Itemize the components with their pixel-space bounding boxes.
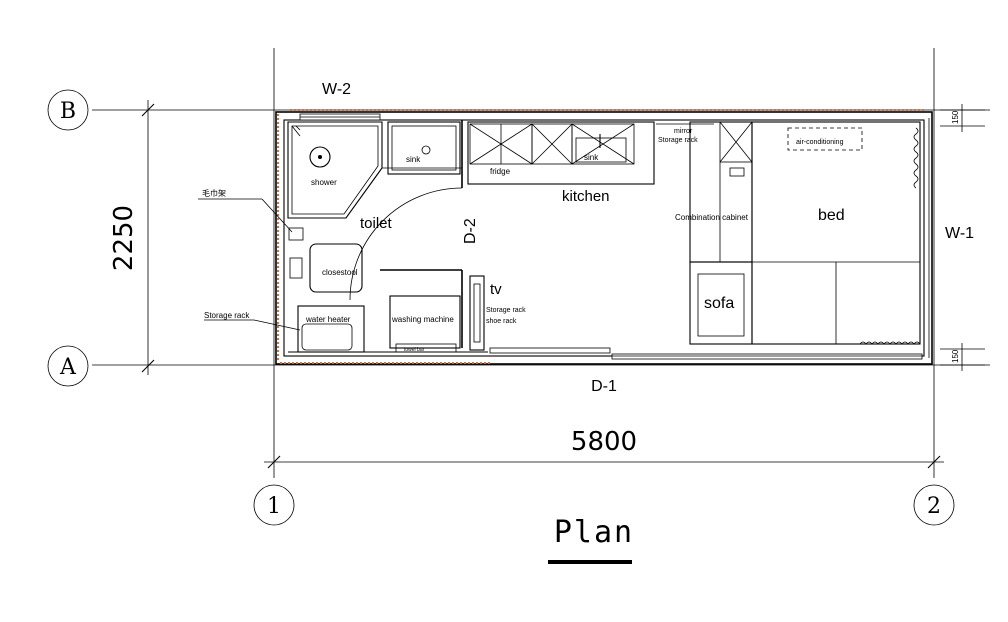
dimension-width: 5800 bbox=[264, 427, 944, 469]
toilet-sink-label: sink bbox=[406, 155, 421, 164]
kitchen-sink-label: sink bbox=[584, 153, 599, 162]
outer-walls bbox=[275, 109, 933, 365]
axis-bubble-2: 2 bbox=[913, 484, 955, 526]
storage-rack-left-label: Storage rack bbox=[204, 311, 250, 320]
door-d1: D-1 bbox=[489, 347, 923, 395]
axis-bubble-a: A bbox=[47, 345, 89, 387]
mirror-label: mirror bbox=[674, 128, 693, 135]
fridge-label: fridge bbox=[490, 167, 511, 176]
dimension-height-label: 2250 bbox=[109, 205, 139, 271]
window-w2-label: W-2 bbox=[322, 81, 351, 98]
axis-label-a: A bbox=[59, 355, 77, 380]
washing-machine-label: washing machine bbox=[391, 315, 454, 324]
dimension-offsets: 150 150 bbox=[940, 104, 985, 371]
toilet-room-label: toilet bbox=[360, 215, 393, 232]
water-heater-label: water heater bbox=[305, 315, 351, 324]
closestool-label: closestool bbox=[322, 268, 358, 277]
axis-label-2: 2 bbox=[927, 494, 941, 519]
door-d1-label: D-1 bbox=[591, 378, 617, 395]
dimension-height: 2250 bbox=[109, 100, 155, 375]
living-area: Combination cabinet sofa tv Storage rack… bbox=[469, 121, 753, 351]
axis-bubble-1: 1 bbox=[253, 484, 295, 526]
toilet-area: shower sink D-2 toilet 毛巾架 closestool wa… bbox=[198, 120, 488, 353]
window-w1: W-1 bbox=[945, 225, 974, 242]
combination-cabinet-label: Combination cabinet bbox=[675, 213, 749, 222]
axis-label-b: B bbox=[60, 99, 76, 124]
sofa-label: sofa bbox=[704, 295, 734, 312]
storage-rack-upper-label: Storage rack bbox=[658, 137, 698, 144]
axis-lines bbox=[92, 48, 990, 478]
door-d2-label: D-2 bbox=[462, 218, 479, 244]
shoe-rack-label: shoe rack bbox=[486, 318, 517, 325]
axis-label-1: 1 bbox=[267, 494, 281, 519]
shower-label: shower bbox=[311, 178, 337, 187]
kitchen-area: fridge sink kitchen mirror Storage rack bbox=[467, 121, 714, 205]
bed-label: bed bbox=[818, 207, 845, 224]
offset-top-label: 150 bbox=[951, 110, 960, 124]
air-conditioning-label: air-conditioning bbox=[796, 139, 844, 146]
storage-rack-tv-label: Storage rack bbox=[486, 307, 526, 314]
dimension-width-label: 5800 bbox=[571, 427, 637, 457]
axis-bubble-b: B bbox=[47, 89, 89, 131]
bed-area: air-conditioning bed bbox=[751, 121, 921, 345]
chinese-fixture-label: 毛巾架 bbox=[202, 188, 226, 198]
tv-label: tv bbox=[490, 281, 502, 298]
offset-bottom-label: 150 bbox=[951, 349, 960, 363]
kitchen-room-label: kitchen bbox=[562, 188, 610, 205]
window-w2: W-2 bbox=[299, 81, 381, 121]
plan-title-text: Plan bbox=[554, 515, 634, 550]
plan-title: Plan bbox=[548, 515, 634, 564]
towel-bar-label: towel bar bbox=[404, 347, 425, 353]
window-w1-label: W-1 bbox=[945, 225, 974, 242]
